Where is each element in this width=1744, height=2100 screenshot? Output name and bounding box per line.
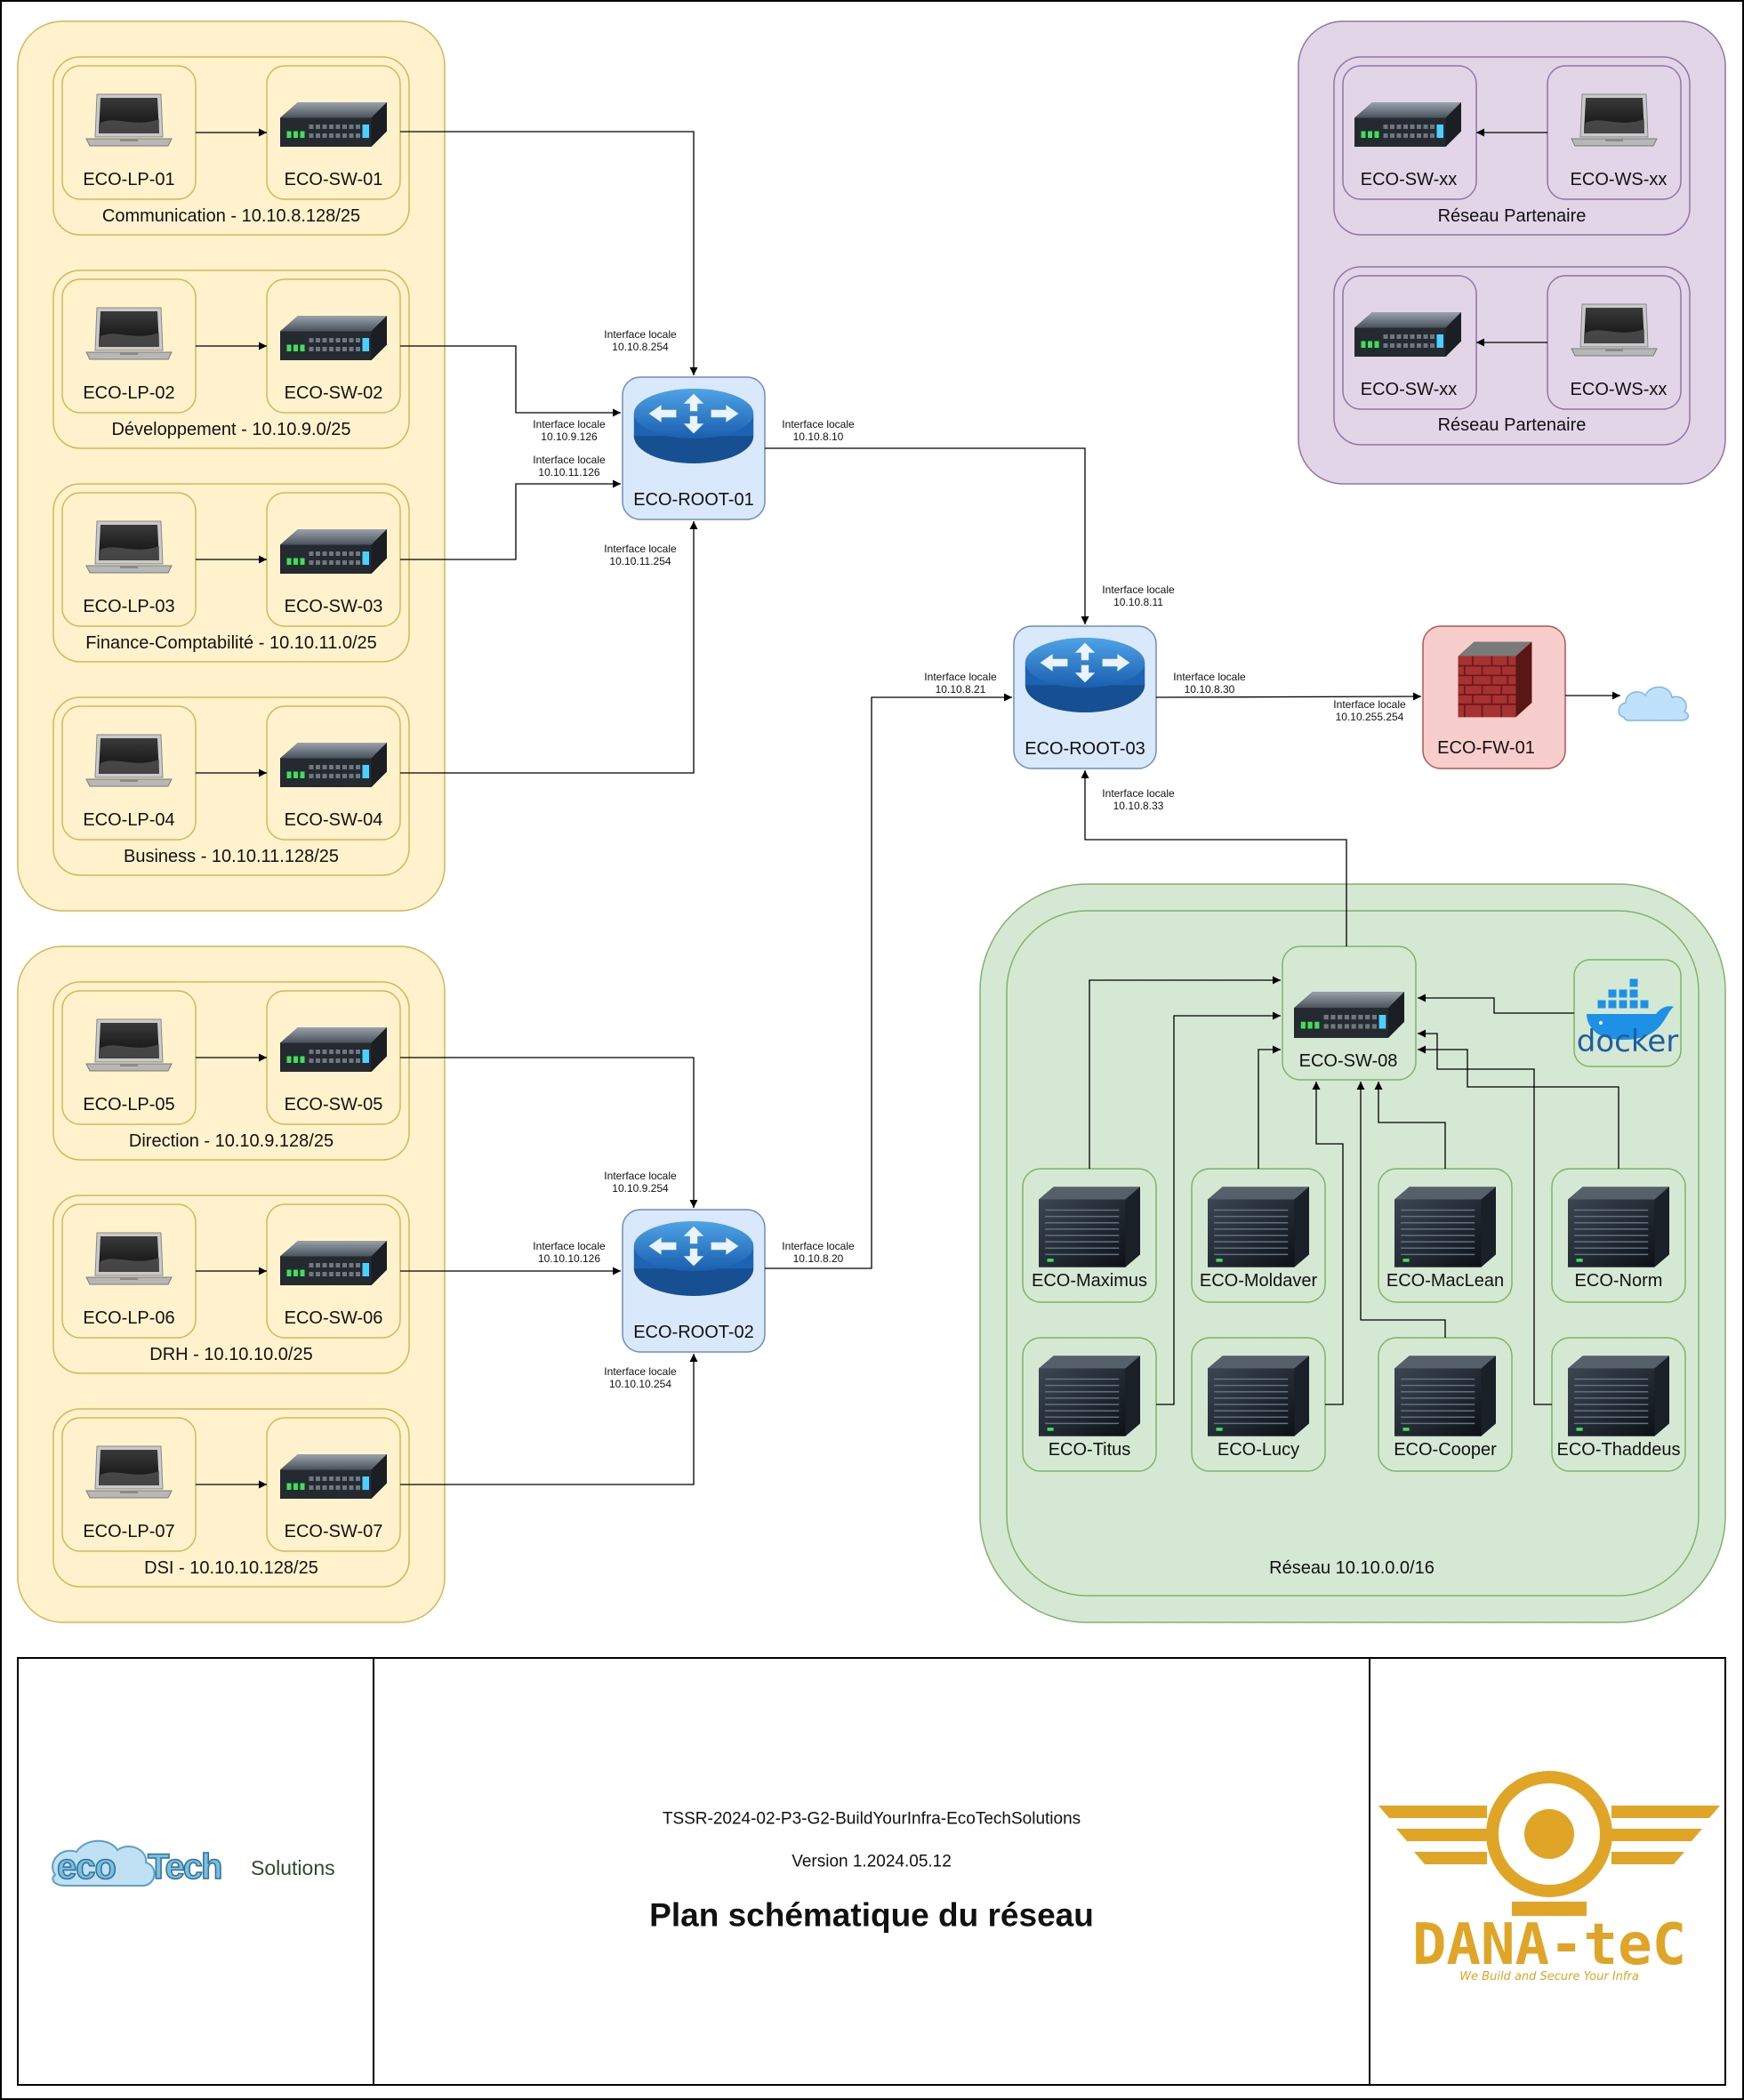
docker-label: docker	[1576, 1024, 1679, 1059]
server-label: ECO-Titus	[1048, 1440, 1131, 1460]
partner-ws-label: ECO-WS-xx	[1570, 170, 1668, 189]
partner-group-label: Réseau Partenaire	[1437, 206, 1587, 226]
partner-switch-label: ECO-SW-xx	[1360, 380, 1458, 399]
group-communication	[52, 56, 410, 236]
group-label: Communication - 10.10.8.128/25	[101, 206, 361, 226]
svg-text:eco: eco	[57, 1847, 116, 1887]
sw08-label: ECO-SW-08	[1298, 1051, 1398, 1071]
server-label: ECO-MacLean	[1386, 1271, 1505, 1291]
switch-label: ECO-SW-07	[284, 1522, 383, 1541]
laptop-label: ECO-LP-05	[83, 1095, 175, 1114]
switch-label: ECO-SW-01	[284, 170, 383, 189]
group-label: Direction - 10.10.9.128/25	[128, 1131, 334, 1151]
docker-whale-icon	[1587, 978, 1674, 1041]
title-block	[17, 1657, 1726, 2086]
group-label: Développement - 10.10.9.0/25	[111, 420, 351, 439]
svg-text:Solutions: Solutions	[251, 1856, 335, 1879]
group-label: Business - 10.10.11.128/25	[123, 847, 340, 866]
laptop-label: ECO-LP-04	[83, 810, 175, 830]
switch-label: ECO-SW-05	[284, 1095, 383, 1114]
server-label: ECO-Cooper	[1394, 1440, 1497, 1460]
group-label: Finance-Comptabilité - 10.10.11.0/25	[85, 633, 377, 653]
server-network-label: Réseau 10.10.0.0/16	[1269, 1558, 1435, 1578]
server-label: ECO-Maximus	[1031, 1271, 1148, 1291]
switch-label: ECO-SW-04	[284, 810, 383, 830]
switch-label: ECO-SW-02	[284, 383, 383, 403]
svg-text:Tech: Tech	[148, 1847, 221, 1887]
group-business	[52, 696, 410, 876]
svg-text:We Build and Secure Your Infra: We Build and Secure Your Infra	[1459, 1970, 1639, 1983]
project-name: TSSR-2024-02-P3-G2-BuildYourInfra-EcoTec…	[662, 1809, 1081, 1829]
switch-label: ECO-SW-06	[284, 1308, 383, 1328]
server-zone-inner	[1006, 910, 1700, 1597]
partner-group-1	[1333, 56, 1691, 236]
group-drh	[52, 1195, 410, 1374]
firewall-label: ECO-FW-01	[1437, 738, 1535, 758]
page-title: Plan schématique du réseau	[649, 1896, 1094, 1934]
laptop-label: ECO-LP-01	[83, 170, 175, 189]
connectors	[400, 131, 1620, 1485]
partner-switch-label: ECO-SW-xx	[1360, 170, 1458, 189]
router2-label: ECO-ROOT-02	[633, 1323, 754, 1342]
switch-label: ECO-SW-03	[284, 597, 383, 616]
ecotech-logo: eco Tech Solutions	[52, 1839, 335, 1887]
partner-group-2	[1333, 266, 1691, 446]
dana-tec-logo: DANA-teC We Build and Secure Your Infra	[1378, 1771, 1720, 1983]
server-label: ECO-Moldaver	[1199, 1271, 1318, 1291]
laptop-label: ECO-LP-06	[83, 1308, 175, 1328]
group-label: DSI - 10.10.10.128/25	[144, 1558, 318, 1578]
zone-a	[17, 20, 446, 912]
cloud-icon	[1618, 686, 1690, 721]
group-developpement	[52, 270, 410, 449]
server-label: ECO-Lucy	[1217, 1440, 1300, 1460]
svg-text:DANA-teC: DANA-teC	[1412, 1912, 1686, 1978]
server-label: ECO-Norm	[1574, 1271, 1663, 1291]
router3-label: ECO-ROOT-03	[1025, 739, 1145, 759]
server-boxes	[1022, 1168, 1686, 1472]
version-text: Version 1.2024.05.12	[792, 1852, 952, 1871]
server-label: ECO-Thaddeus	[1556, 1440, 1681, 1460]
partner-group-label: Réseau Partenaire	[1437, 415, 1587, 435]
group-label: DRH - 10.10.10.0/25	[149, 1345, 313, 1364]
group-finance	[52, 483, 410, 663]
router1-label: ECO-ROOT-01	[633, 490, 754, 510]
group-dsi	[52, 1408, 410, 1588]
laptop-label: ECO-LP-03	[83, 597, 175, 616]
partner-ws-label: ECO-WS-xx	[1570, 380, 1668, 399]
group-direction	[52, 981, 410, 1161]
laptop-label: ECO-LP-07	[83, 1522, 175, 1541]
laptop-label: ECO-LP-02	[83, 383, 175, 403]
